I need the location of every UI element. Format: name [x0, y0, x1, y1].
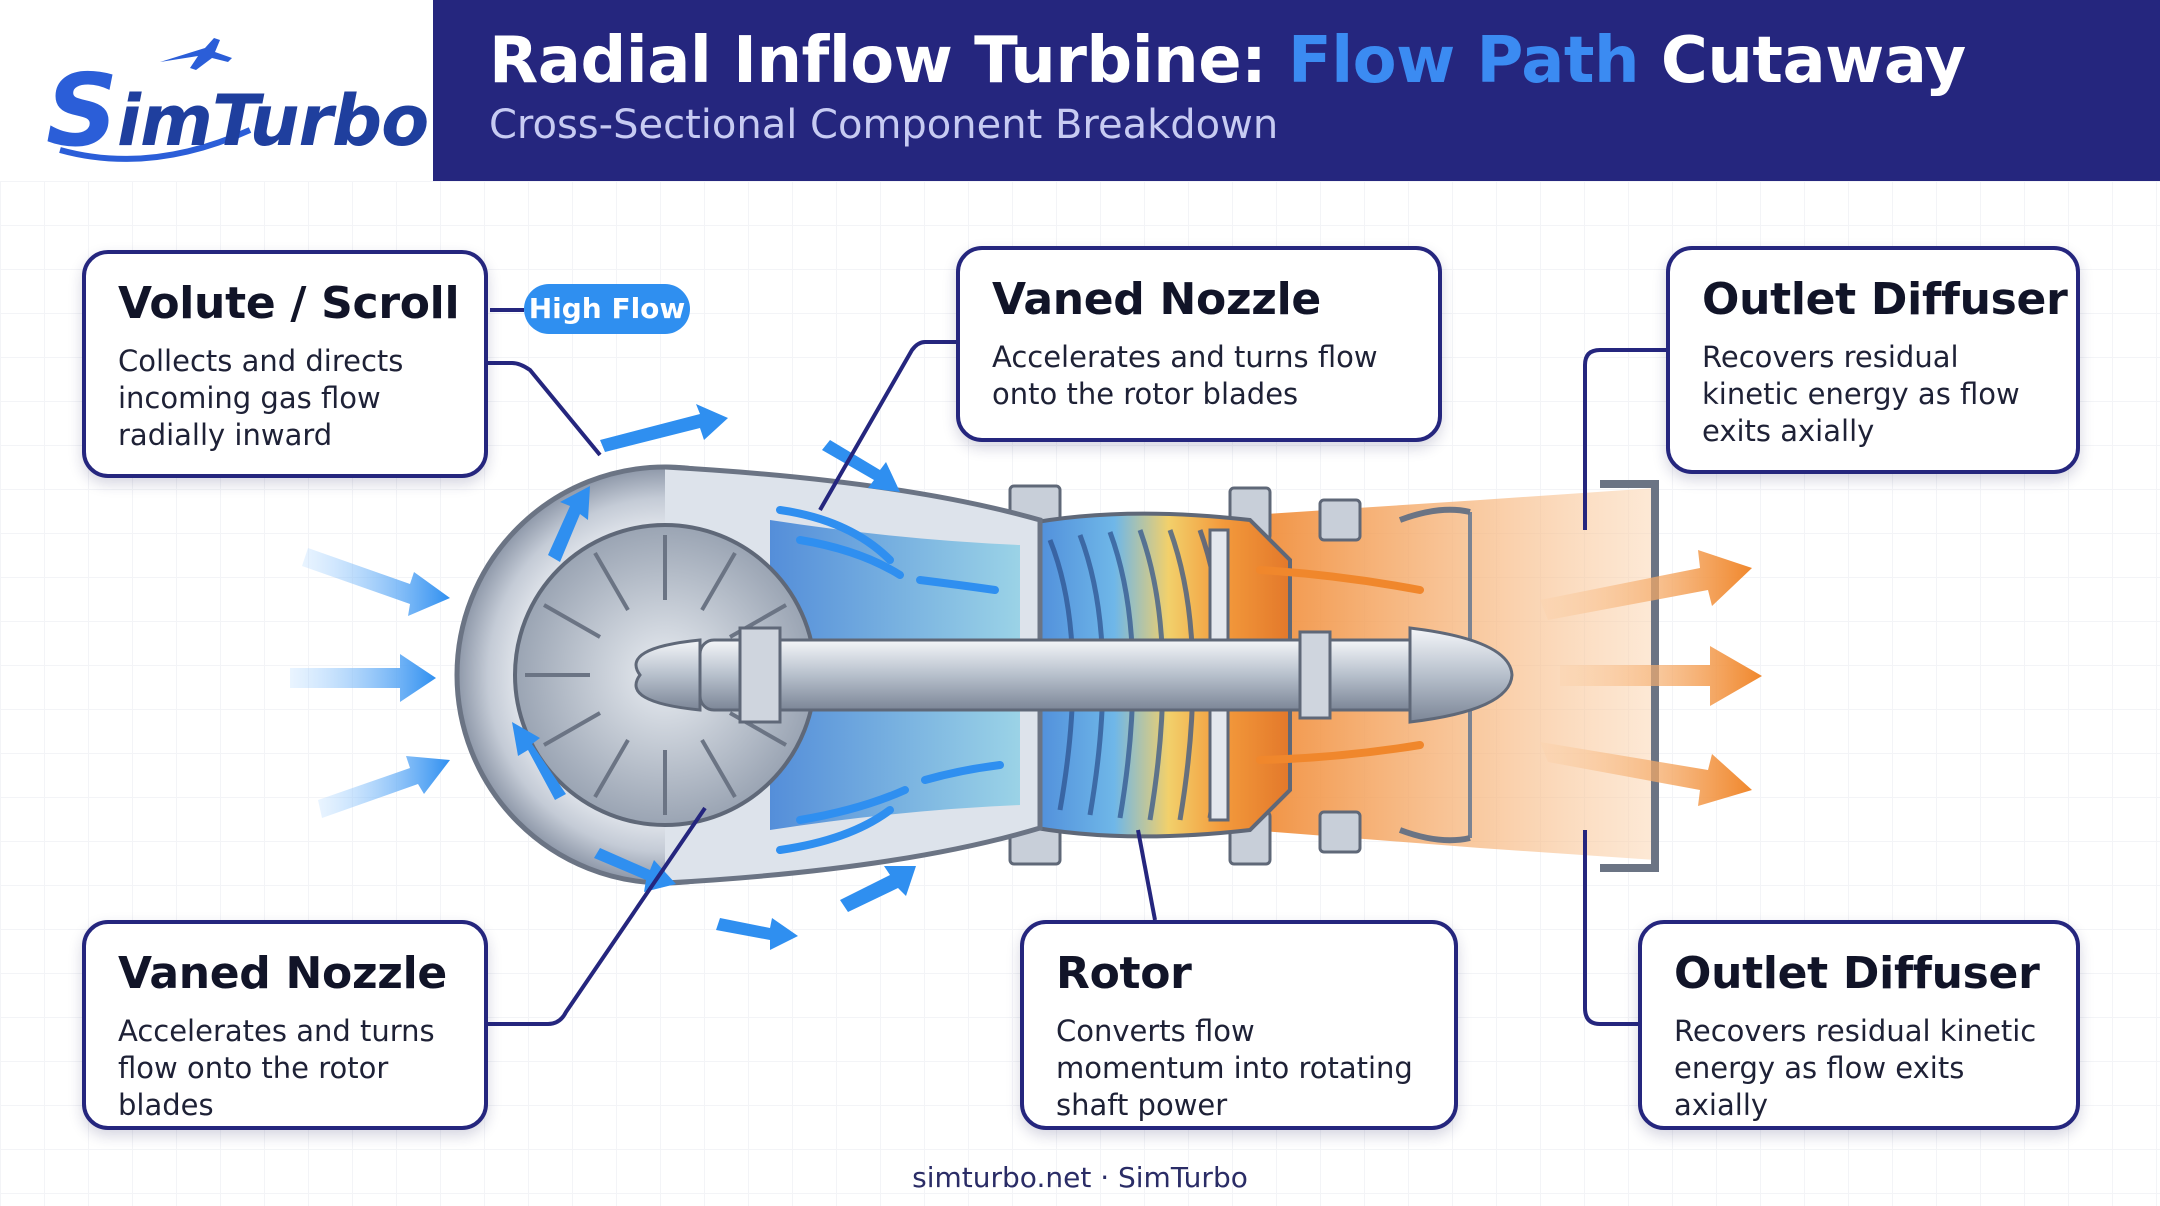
callout-title: Vaned Nozzle: [992, 274, 1321, 325]
high-flow-badge: High Flow: [524, 284, 690, 334]
rotor-shaft: [634, 626, 1514, 724]
callout-outlet-diffuser-top: Outlet Diffuser Recovers residual kineti…: [1666, 246, 2080, 474]
passage-flow-arrows: [776, 506, 1004, 854]
inlet-flow-arrows: [290, 548, 450, 818]
logo[interactable]: SimTurbo: [0, 0, 433, 181]
callout-vaned-nozzle-top: Vaned Nozzle Accelerates and turns flow …: [956, 246, 1442, 442]
header-banner: Radial Inflow Turbine: Flow Path Cutaway…: [433, 0, 2160, 181]
leader-lines: [485, 308, 1666, 1026]
callout-outlet-diffuser-bottom: Outlet Diffuser Recovers residual kineti…: [1638, 920, 2080, 1130]
callout-title: Vaned Nozzle: [118, 948, 447, 999]
logo-swoosh-icon: [59, 38, 252, 162]
callout-title: Outlet Diffuser: [1702, 274, 2068, 325]
logo-wordmark: SimTurbo: [46, 52, 429, 169]
callout-volute-scroll: Volute / Scroll Collects and directs inc…: [82, 250, 488, 478]
callout-text: Accelerates and turns flow onto the roto…: [118, 1014, 435, 1122]
callout-title: Rotor: [1056, 948, 1192, 999]
callout-text: Recovers residual kinetic energy as flow…: [1702, 340, 2020, 448]
footer-credit[interactable]: simturbo.net · SimTurbo: [912, 1161, 1248, 1194]
callout-text: Converts flow momentum into rotating sha…: [1056, 1014, 1413, 1122]
exhaust-flow-arrows: [1256, 550, 1762, 806]
callout-title: Volute / Scroll: [118, 278, 460, 329]
callout-text: Recovers residual kinetic energy as flow…: [1674, 1014, 2037, 1122]
page-title: Radial Inflow Turbine: Flow Path Cutaway: [489, 24, 1966, 98]
callout-text: Collects and directs incoming gas flow r…: [118, 344, 404, 452]
callout-vaned-nozzle-bottom: Vaned Nozzle Accelerates and turns flow …: [82, 920, 488, 1130]
callout-title: Outlet Diffuser: [1674, 948, 2040, 999]
callout-rotor: Rotor Converts flow momentum into rotati…: [1020, 920, 1458, 1130]
page-subtitle: Cross-Sectional Component Breakdown: [489, 102, 1279, 148]
callout-text: Accelerates and turns flow onto the roto…: [992, 340, 1378, 411]
